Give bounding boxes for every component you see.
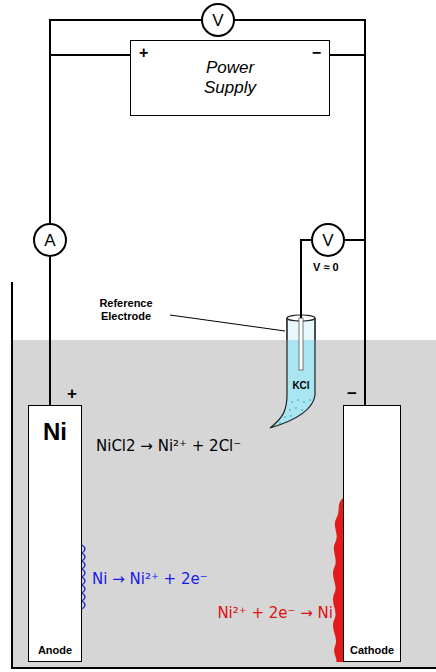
frit-dot [303,401,305,403]
cathode-reaction: Ni²⁺ + 2e⁻ → Ni [217,604,333,622]
ammeter-symbol: A [33,223,67,257]
wire [301,240,311,318]
frit-dot [290,415,292,417]
terminal-sign: + [139,45,148,61]
metal-symbol: Ni [43,420,67,444]
electrode-name: Cathode [350,644,394,656]
anode-electrode: Ni+Anode [28,405,82,662]
nickel-deposit [333,498,343,662]
tank-wall [12,282,436,668]
anode-reaction: Ni → Ni²⁺ + 2e⁻ [92,570,208,588]
electrolyte-solution [12,340,436,668]
device-name: Power Supply [194,58,266,99]
frit-dot [295,407,297,409]
reference-electrode: KCl [287,318,315,395]
meter-letter: V [322,232,333,249]
terminal-sign: − [312,45,321,61]
part-name: Reference Electrode [86,297,166,322]
frit-dot [291,401,293,403]
meter-letter: A [44,232,55,249]
polarity-sign: + [67,385,77,402]
reference-wire [299,318,303,370]
frit-dot [289,409,291,411]
polarity-sign: − [347,385,357,402]
dissociation-equation: NiCl2 → Ni²⁺ + 2Cl⁻ [96,437,241,455]
frit-dot [297,399,299,401]
anode-corrosion [82,545,85,609]
voltmeter-symbol: V [201,3,235,37]
frit-dot [279,422,281,424]
reference-electrode-tube [270,318,315,428]
electrode-name: Anode [38,644,72,656]
power-supply-box: Power Supply + − [130,40,330,116]
tube-wall [286,318,287,340]
frit-dot [284,416,286,418]
wire [345,240,365,405]
voltmeter-symbol: V [311,223,345,257]
frit-dot [301,409,303,411]
meter-letter: V [212,12,223,29]
voltage-reading: V ≈ 0 [313,261,339,273]
leader-line [170,315,285,331]
wire [50,55,130,223]
frit-dot [309,399,311,401]
electrolyte-name: KCl [292,380,309,391]
cathode-electrode: −Cathode [343,405,401,662]
tube-wall [314,318,315,340]
frit-dots [279,399,311,424]
wire [49,257,51,405]
